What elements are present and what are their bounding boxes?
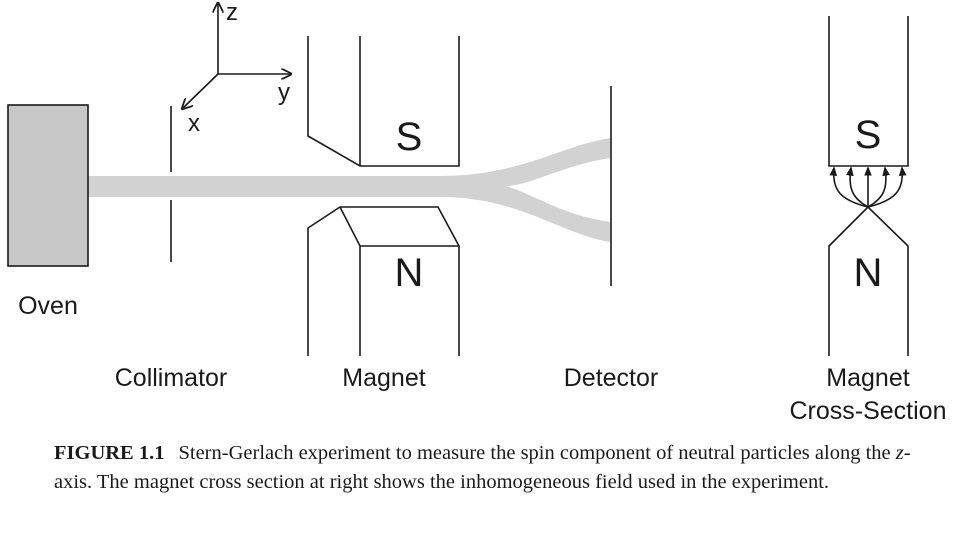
- y-axis-label: y: [278, 79, 290, 106]
- stern-gerlach-diagram: z y x S N S N Oven Collimator Magnet: [7, 0, 947, 425]
- figure-number: FIGURE 1.1: [54, 442, 165, 464]
- x-axis-arrow: [183, 73, 219, 108]
- cross-section-label-line2: Cross-Section: [790, 397, 947, 425]
- field-line: [867, 166, 890, 208]
- oven-label: Oven: [18, 292, 78, 320]
- detector-label: Detector: [564, 364, 658, 392]
- magnet-s-label: S: [396, 115, 423, 159]
- magnet-north-pole: [307, 206, 460, 356]
- cross-section-s-label: S: [855, 113, 882, 157]
- magnet-label: Magnet: [342, 364, 425, 392]
- field-line: [846, 166, 869, 208]
- atomic-beam: [88, 138, 610, 242]
- field-line: [867, 166, 907, 208]
- magnet-n-label: N: [395, 251, 424, 295]
- cross-section-label-line1: Magnet: [826, 364, 909, 392]
- cross-section-south-pole: [828, 16, 909, 167]
- coordinate-axes: z y x: [183, 0, 290, 137]
- field-line: [829, 166, 869, 208]
- magnet-south-pole: [307, 36, 460, 167]
- figure-caption: FIGURE 1.1 Stern-Gerlach experiment to me…: [54, 439, 924, 497]
- x-axis-label: x: [188, 110, 200, 137]
- inhomogeneous-field-lines: [829, 166, 907, 208]
- caption-text-after: -axis. The magnet cross section at right…: [54, 442, 911, 493]
- cross-section-n-label: N: [854, 251, 883, 295]
- caption-axis-variable: z: [895, 442, 904, 464]
- collimator-label: Collimator: [115, 364, 228, 392]
- oven-box: [7, 104, 89, 267]
- caption-text-before: Stern-Gerlach experiment to measure the …: [178, 442, 896, 464]
- z-axis-label: z: [226, 0, 238, 26]
